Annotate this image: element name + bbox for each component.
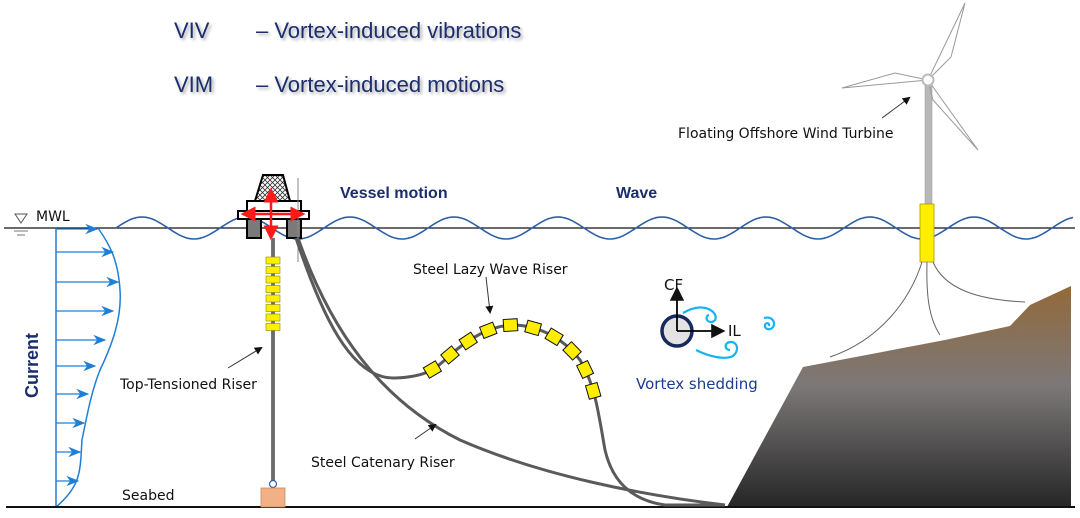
seabed-slope xyxy=(727,286,1071,507)
slwr-pointer xyxy=(485,276,494,314)
buoyancy-module xyxy=(265,304,281,312)
fowt-pointer xyxy=(881,96,911,119)
wave-label: Wave xyxy=(616,185,657,202)
buoyancy-module xyxy=(440,345,460,365)
current-profile xyxy=(55,223,121,508)
turbine-float xyxy=(919,203,935,263)
buoyancy-module xyxy=(265,294,281,303)
il-label: IL xyxy=(728,322,741,340)
mwl-symbol-icon xyxy=(14,213,28,236)
mwl-label: MWL xyxy=(36,209,70,225)
buoyancy-module xyxy=(265,275,281,284)
fowt-label: Floating Offshore Wind Turbine xyxy=(678,126,894,142)
buoyancy-module xyxy=(478,321,498,340)
buoyancy-module xyxy=(265,256,281,265)
legend-desc-vim: – Vortex-induced motions xyxy=(256,72,504,97)
legend: VIV – Vortex-induced vibrations VIM – Vo… xyxy=(174,18,521,97)
buoyancy-module xyxy=(265,266,281,274)
vortex-swirls-icon xyxy=(682,306,776,359)
slwr-label: Steel Lazy Wave Riser xyxy=(413,262,568,278)
floating-wind-turbine xyxy=(829,2,1026,358)
legend-abbr-viv: VIV xyxy=(174,18,210,43)
buoyancy-module xyxy=(575,359,595,380)
legend-desc-viv: – Vortex-induced vibrations xyxy=(256,18,521,43)
vessel-motion-label: Vessel motion xyxy=(340,185,448,202)
vortex-shedding-label: Vortex shedding xyxy=(636,375,758,393)
buoyancy-module xyxy=(265,323,281,331)
vessel-motion-arrows-icon xyxy=(240,187,306,241)
vortex-shedding-illustration xyxy=(660,286,776,359)
scr-label: Steel Catenary Riser xyxy=(311,455,455,471)
riser-anchor-base xyxy=(260,487,286,508)
scr-pointer xyxy=(414,423,437,440)
buoyancy-module xyxy=(544,327,564,347)
ttr-label: Top-Tensioned Riser xyxy=(119,377,257,393)
current-label: Current xyxy=(22,333,42,398)
buoyancy-module xyxy=(265,285,281,293)
buoyancy-module xyxy=(562,340,582,361)
legend-abbr-vim: VIM xyxy=(174,72,213,97)
seabed-label: Seabed xyxy=(122,488,174,504)
buoyancy-module xyxy=(458,331,479,351)
buoyancy-module xyxy=(584,381,602,400)
buoyancy-module xyxy=(502,318,519,333)
buoyancy-module xyxy=(265,313,281,322)
cf-label: CF xyxy=(664,276,683,294)
buoyancy-module xyxy=(422,360,443,379)
ttr-pointer xyxy=(227,346,263,369)
top-tensioned-riser xyxy=(260,238,286,508)
turbine-blades-icon xyxy=(841,2,979,151)
mooring-lines xyxy=(829,261,1026,358)
steel-catenary-riser xyxy=(296,237,726,507)
buoyancy-module xyxy=(524,319,543,337)
